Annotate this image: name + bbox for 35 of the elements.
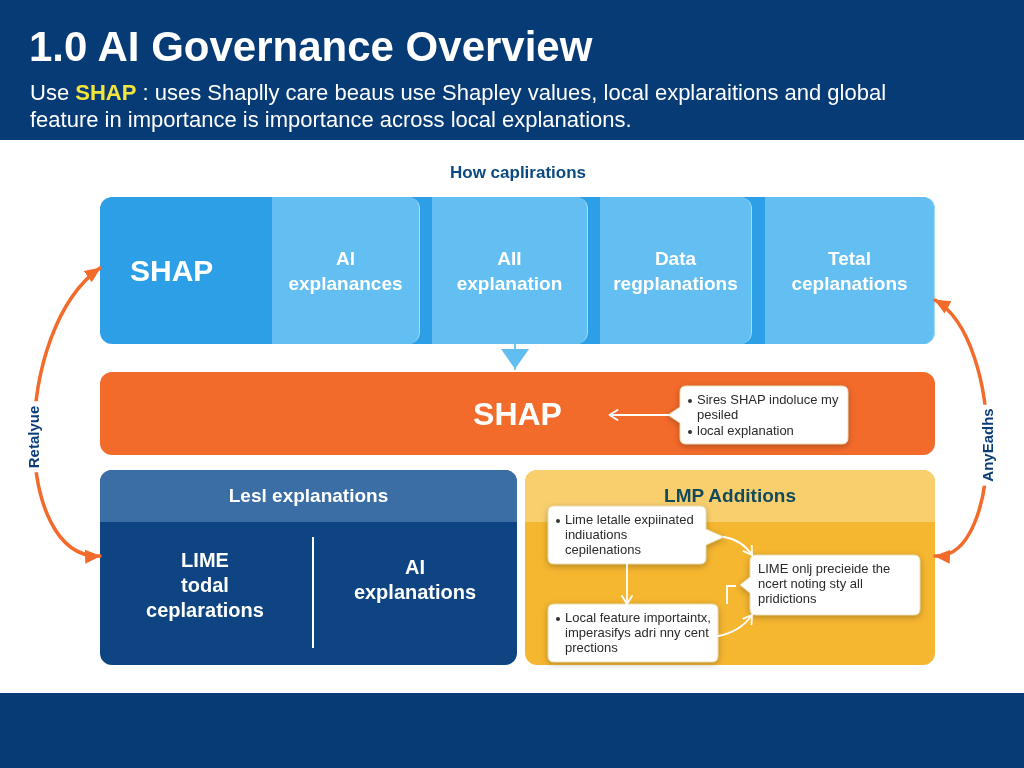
band-title: SHAP: [130, 252, 214, 289]
callout-text: local explanation: [697, 423, 794, 438]
bar-title: SHAP: [473, 394, 562, 433]
card-title: LMP Additions: [664, 484, 796, 508]
callout-bubble: [668, 386, 848, 444]
panel-label: Tetal ceplanations: [791, 246, 908, 296]
column-label: AI explanations: [353, 555, 477, 605]
explanation-panel: [272, 197, 420, 344]
arrow: [608, 409, 669, 421]
callout-bubble: [548, 506, 724, 564]
explanation-panel: [432, 197, 588, 344]
callout-bubble: [548, 604, 718, 662]
callout-text: Lime letalle expiinated indiuations cepilenations: [565, 512, 695, 557]
highlight-bar: [100, 372, 935, 455]
explanation-panel: [600, 197, 752, 344]
callout-text: LIME onlj precieide the ncert noting sty all pridictions: [758, 561, 892, 606]
explanation-band: [100, 197, 935, 344]
section-card: [525, 470, 935, 665]
panel-label: AI explanances: [288, 246, 403, 296]
curved-arrow: [723, 536, 753, 556]
arrow: [621, 563, 633, 605]
panel-label: Data regplanations: [613, 246, 738, 296]
explanation-panel: [765, 197, 935, 344]
callout-text: Local feature importaintx, imperasifys adri nny cent prections: [565, 610, 712, 655]
section-card: [100, 470, 517, 665]
subtitle: Use SHAP : uses Shaplly care beaus use Shapley values, local explaraitions and global feature in importance is importance across local explanations.: [30, 79, 888, 133]
callout-bubble: [740, 555, 920, 615]
edge-label: Retalyue: [25, 401, 43, 472]
section-heading: How caplirations: [450, 162, 586, 184]
page-title: 1.0 AI Governance Overview: [29, 24, 593, 70]
panel-label: AII explanation: [456, 246, 563, 296]
pointer-arrow: [501, 343, 529, 370]
card-title: Lesl explanations: [228, 484, 389, 508]
column-label: LIME todal ceplarations: [146, 547, 264, 623]
curved-arrow: [717, 614, 753, 637]
